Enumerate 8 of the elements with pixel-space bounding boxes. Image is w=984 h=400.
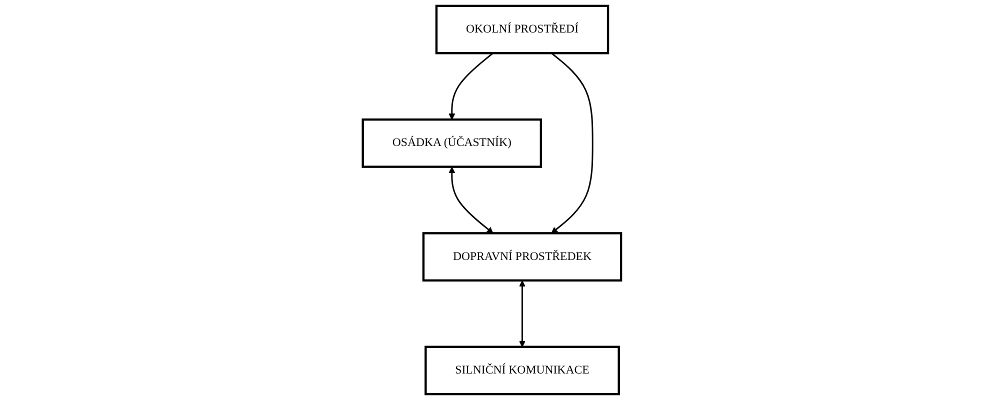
node-box: DOPRAVNÍ PROSTŘEDEK — [422, 232, 622, 282]
node-box: SILNIČNÍ KOMUNIKACE — [424, 346, 620, 396]
node-box: OKOLNÍ PROSTŘEDÍ — [435, 4, 610, 54]
arrow — [551, 52, 594, 234]
node-box: OSÁDKA (ÚČASTNÍK) — [362, 118, 542, 168]
arrow — [519, 280, 526, 348]
arrow — [448, 52, 494, 120]
arrow — [448, 166, 494, 234]
